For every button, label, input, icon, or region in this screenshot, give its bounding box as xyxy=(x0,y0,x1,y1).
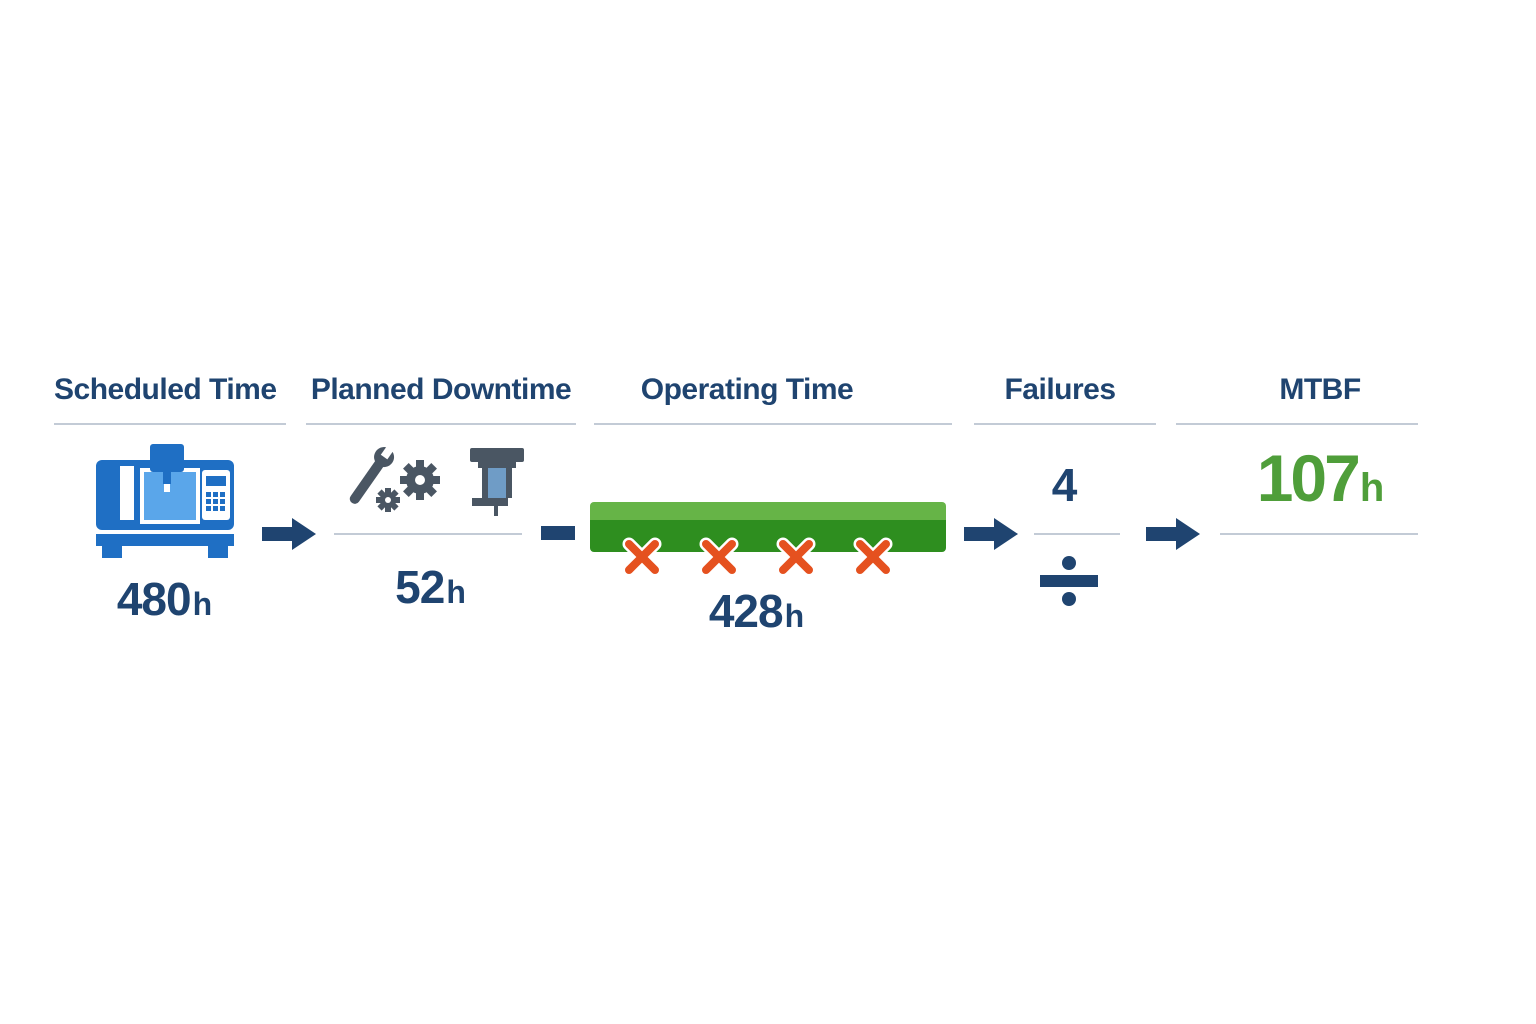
scheduled-time-unit: h xyxy=(192,586,213,622)
mtbf-number: 107 xyxy=(1256,441,1361,515)
tool-spindle-icon xyxy=(470,448,524,516)
arrow-right-icon xyxy=(1146,518,1200,550)
divide-operator-glyph: ÷ xyxy=(1040,556,1041,557)
header-rule-scheduled xyxy=(54,423,286,425)
divide-dot-top xyxy=(1062,556,1076,570)
header-planned-downtime: Planned Downtime xyxy=(310,373,572,406)
failure-x-icon xyxy=(776,537,816,577)
planned-value-rule xyxy=(334,533,522,535)
operating-time-number: 428 xyxy=(708,585,784,637)
failure-x-icon xyxy=(853,537,893,577)
failures-value: 4 xyxy=(1014,458,1114,512)
minus-operator: − xyxy=(541,526,575,540)
header-rule-operating xyxy=(594,423,952,425)
planned-downtime-value: 52h xyxy=(350,560,510,614)
header-rule-failures xyxy=(974,423,1156,425)
operating-time-unit: h xyxy=(784,598,805,634)
divide-bar xyxy=(1040,575,1098,587)
header-scheduled-time: Scheduled Time xyxy=(54,373,277,406)
header-rule-mtbf xyxy=(1176,423,1418,425)
mtbf-value-rule xyxy=(1220,533,1418,535)
minus-operator-glyph: − xyxy=(541,526,542,527)
arrow-right-icon xyxy=(964,518,1018,550)
cnc-machine-icon xyxy=(96,444,234,558)
failure-x-icon xyxy=(699,537,739,577)
mtbf-value: 107h xyxy=(1220,440,1420,516)
planned-downtime-unit: h xyxy=(446,574,466,610)
failure-marks xyxy=(622,537,893,577)
divide-dot-bottom xyxy=(1062,592,1076,606)
wrench-gears-icon xyxy=(349,446,440,512)
failures-number: 4 xyxy=(1051,459,1078,511)
scheduled-time-number: 480 xyxy=(116,573,192,625)
header-rule-planned xyxy=(306,423,576,425)
header-mtbf: MTBF xyxy=(1279,373,1361,406)
planned-downtime-number: 52 xyxy=(395,561,445,613)
divide-operator: ÷ xyxy=(1040,556,1098,606)
header-operating-time: Operating Time xyxy=(640,373,854,406)
operating-bar-top xyxy=(590,502,946,522)
failures-value-rule xyxy=(1034,533,1120,535)
scheduled-time-value: 480h xyxy=(84,572,244,626)
arrow-right-icon xyxy=(262,518,316,550)
failure-x-icon xyxy=(622,537,662,577)
operating-time-value: 428h xyxy=(676,584,836,638)
header-failures: Failures xyxy=(1004,373,1116,406)
mtbf-unit: h xyxy=(1359,466,1384,510)
